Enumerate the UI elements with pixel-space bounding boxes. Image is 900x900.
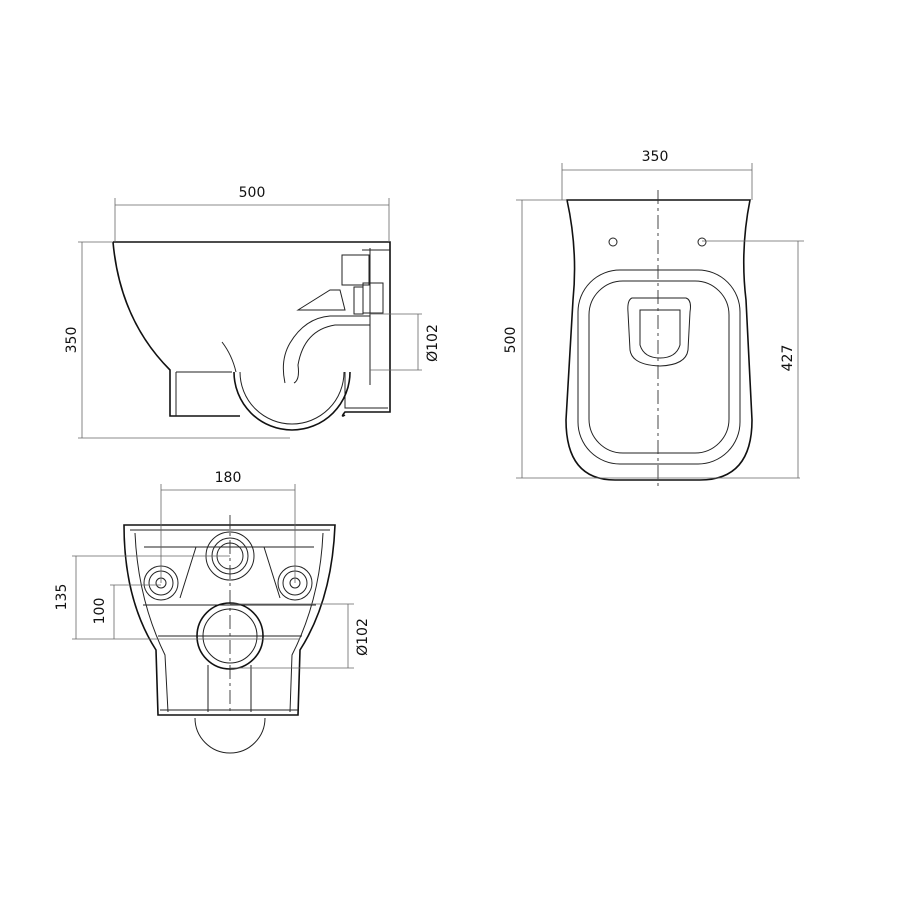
- side-outlet-label: Ø102: [425, 324, 441, 362]
- rear-spacing-label: 180: [215, 470, 242, 486]
- side-height-label: 350: [64, 327, 80, 354]
- rear-outlet-label: Ø102: [355, 618, 371, 656]
- top-width-label: 350: [642, 149, 669, 165]
- side-view: 500 350 Ø102: [64, 185, 441, 439]
- rear-view: 180 135 100 Ø102: [54, 470, 371, 754]
- top-length-label: 500: [503, 327, 519, 354]
- rear-100-label: 100: [92, 598, 108, 625]
- side-width-label: 500: [239, 185, 266, 201]
- rear-135-label: 135: [54, 584, 70, 611]
- top-view: 350 500 427: [503, 149, 804, 486]
- top-fixing-label: 427: [780, 345, 796, 372]
